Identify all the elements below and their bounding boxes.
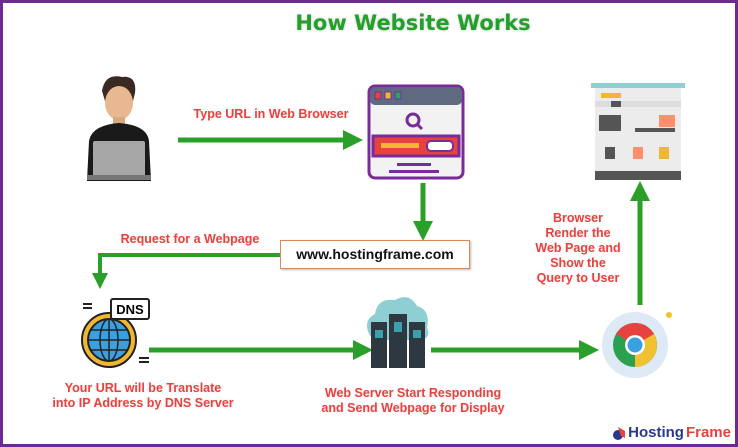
arrow-url-to-dns [92,253,280,289]
browser-search-icon [367,84,465,180]
logo-text-hosting: Hosting [628,424,684,441]
logo-text-frame: Frame [685,424,731,441]
person-laptop-icon [87,76,151,181]
dns-globe-icon: DNS [81,298,150,368]
logo-icon [613,426,626,440]
label-type-url: Type URL in Web Browser [193,107,349,121]
label-server: Web Server Start Responding and Send Web… [303,386,523,416]
label-render-line: Render the [545,226,611,240]
cloud-server-icon [367,297,429,368]
label-render-line: Query to User [536,271,620,285]
diagram-title: How Website Works [295,11,531,35]
chrome-icon [602,312,672,378]
dns-badge: DNS [116,302,144,317]
label-dns-line: Your URL will be Translate [64,381,222,395]
url-box: www.hostingframe.com [280,240,470,269]
label-server-line: and Send Webpage for Display [321,401,505,415]
label-render: Browser Render the Web Page and Show the… [518,211,638,286]
label-render-line: Show the [550,256,606,270]
label-render-line: Web Page and [535,241,621,255]
label-server-line: Web Server Start Responding [324,386,502,400]
label-request: Request for a Webpage [120,232,260,246]
label-render-line: Browser [552,211,604,225]
label-dns-line: into IP Address by DNS Server [52,396,234,410]
webpage-preview-icon [591,83,685,180]
label-dns: Your URL will be Translate into IP Addre… [43,381,243,411]
arrows [92,130,650,360]
